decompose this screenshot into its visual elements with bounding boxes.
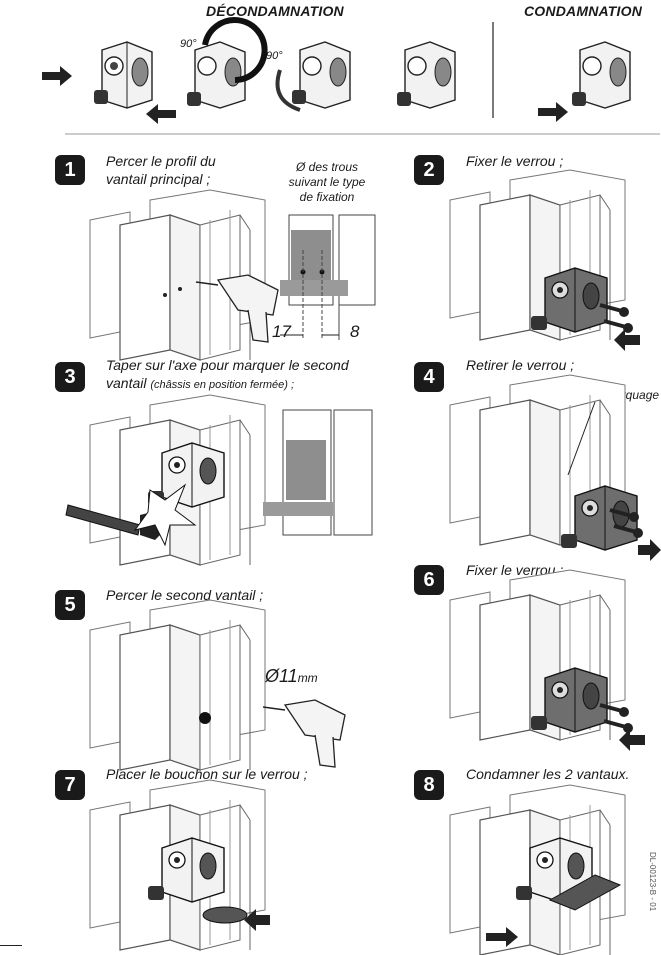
- step-6-arrow-icon: [619, 729, 645, 751]
- bolt-icon: [548, 874, 622, 911]
- lock-illustration-4: [397, 41, 456, 109]
- fixation-diagram: [280, 214, 376, 340]
- step-4-arrow-icon: [638, 539, 661, 561]
- fixation-note-line2: suivant le type: [288, 175, 366, 189]
- step-6-text: Fixer le verrou ;: [466, 562, 564, 578]
- step-5-text: Percer le second vantail ;: [106, 587, 264, 603]
- step-2-badge: 2: [414, 155, 444, 185]
- step-illustrations: [65, 169, 661, 955]
- fixation-note-line1: Ø des trous: [295, 160, 359, 174]
- impact-burst-icon: [133, 483, 197, 547]
- step-1-hole-2: [178, 287, 182, 291]
- step-4-text: Retirer le verrou ;: [466, 357, 575, 373]
- push-arrow-icon: [42, 66, 72, 86]
- fixation-note: Ø des trous suivant le type de fixation: [287, 160, 367, 205]
- lock-illustration-5: [572, 41, 631, 109]
- step-3-text: Taper sur l'axe pour marquer le second v…: [106, 356, 349, 394]
- corner-mark: [0, 945, 22, 946]
- step-7-text: Placer le bouchon sur le verrou ;: [106, 766, 308, 782]
- step-1-frame: [89, 189, 266, 361]
- condamnation-title: CONDAMNATION: [524, 3, 643, 19]
- lock-illustration-1: [94, 41, 153, 109]
- step-5-badge: 5: [55, 590, 85, 620]
- angle-label-2: 90°: [266, 50, 283, 62]
- angle-label-1: 90°: [180, 38, 197, 50]
- step-2-text: Fixer le verrou ;: [466, 153, 564, 169]
- step-6-badge: 6: [414, 565, 444, 595]
- marquage-pointer: [567, 401, 596, 476]
- step-5-drill-icon: [262, 699, 346, 768]
- push-arrow-icon-2: [538, 102, 568, 122]
- decondamnation-title: DÉCONDAMNATION: [206, 3, 344, 19]
- cap-icon: [202, 906, 248, 924]
- hammer-icon: [65, 504, 141, 536]
- step-1-line1: Percer le profil du: [106, 153, 216, 169]
- step-3-line2-small: (châssis en position fermée) ;: [150, 379, 295, 391]
- step-3-diagram: [263, 409, 373, 536]
- drill-diameter-unit: mm: [297, 671, 318, 685]
- dimension-left: 17: [272, 322, 291, 341]
- lock-illustration-2: [187, 17, 268, 109]
- step-5-hole: [199, 712, 211, 724]
- step-7-badge: 7: [55, 770, 85, 800]
- drill-diameter-label: Ø11mm: [265, 666, 318, 687]
- step-1-line2: vantail principal ;: [106, 171, 211, 187]
- step-4-badge: 4: [414, 362, 444, 392]
- header-illustrations: [42, 17, 660, 135]
- step-5-frame: [89, 599, 266, 771]
- fixation-note-line3: de fixation: [299, 190, 355, 204]
- step-1-text: Percer le profil du vantail principal ;: [106, 152, 216, 188]
- drill-diameter-value: Ø11: [265, 666, 298, 686]
- step-7-arrow-icon: [244, 909, 270, 931]
- step-1-hole-1: [163, 293, 167, 297]
- step-1-badge: 1: [55, 155, 85, 185]
- step-3-line2: vantail: [106, 375, 147, 391]
- step-8-badge: 8: [414, 770, 444, 800]
- step-3-badge: 3: [55, 362, 85, 392]
- step-8-text: Condamner les 2 vantaux.: [466, 766, 630, 782]
- step-8-arrow-icon: [486, 927, 518, 947]
- pull-arrow-icon: [146, 104, 176, 124]
- lock-illustration-3: [275, 41, 351, 112]
- dimension-right: 8: [350, 322, 360, 341]
- step-2-arrow-icon: [614, 329, 640, 351]
- step-3-line1: Taper sur l'axe pour marquer le second: [106, 357, 349, 373]
